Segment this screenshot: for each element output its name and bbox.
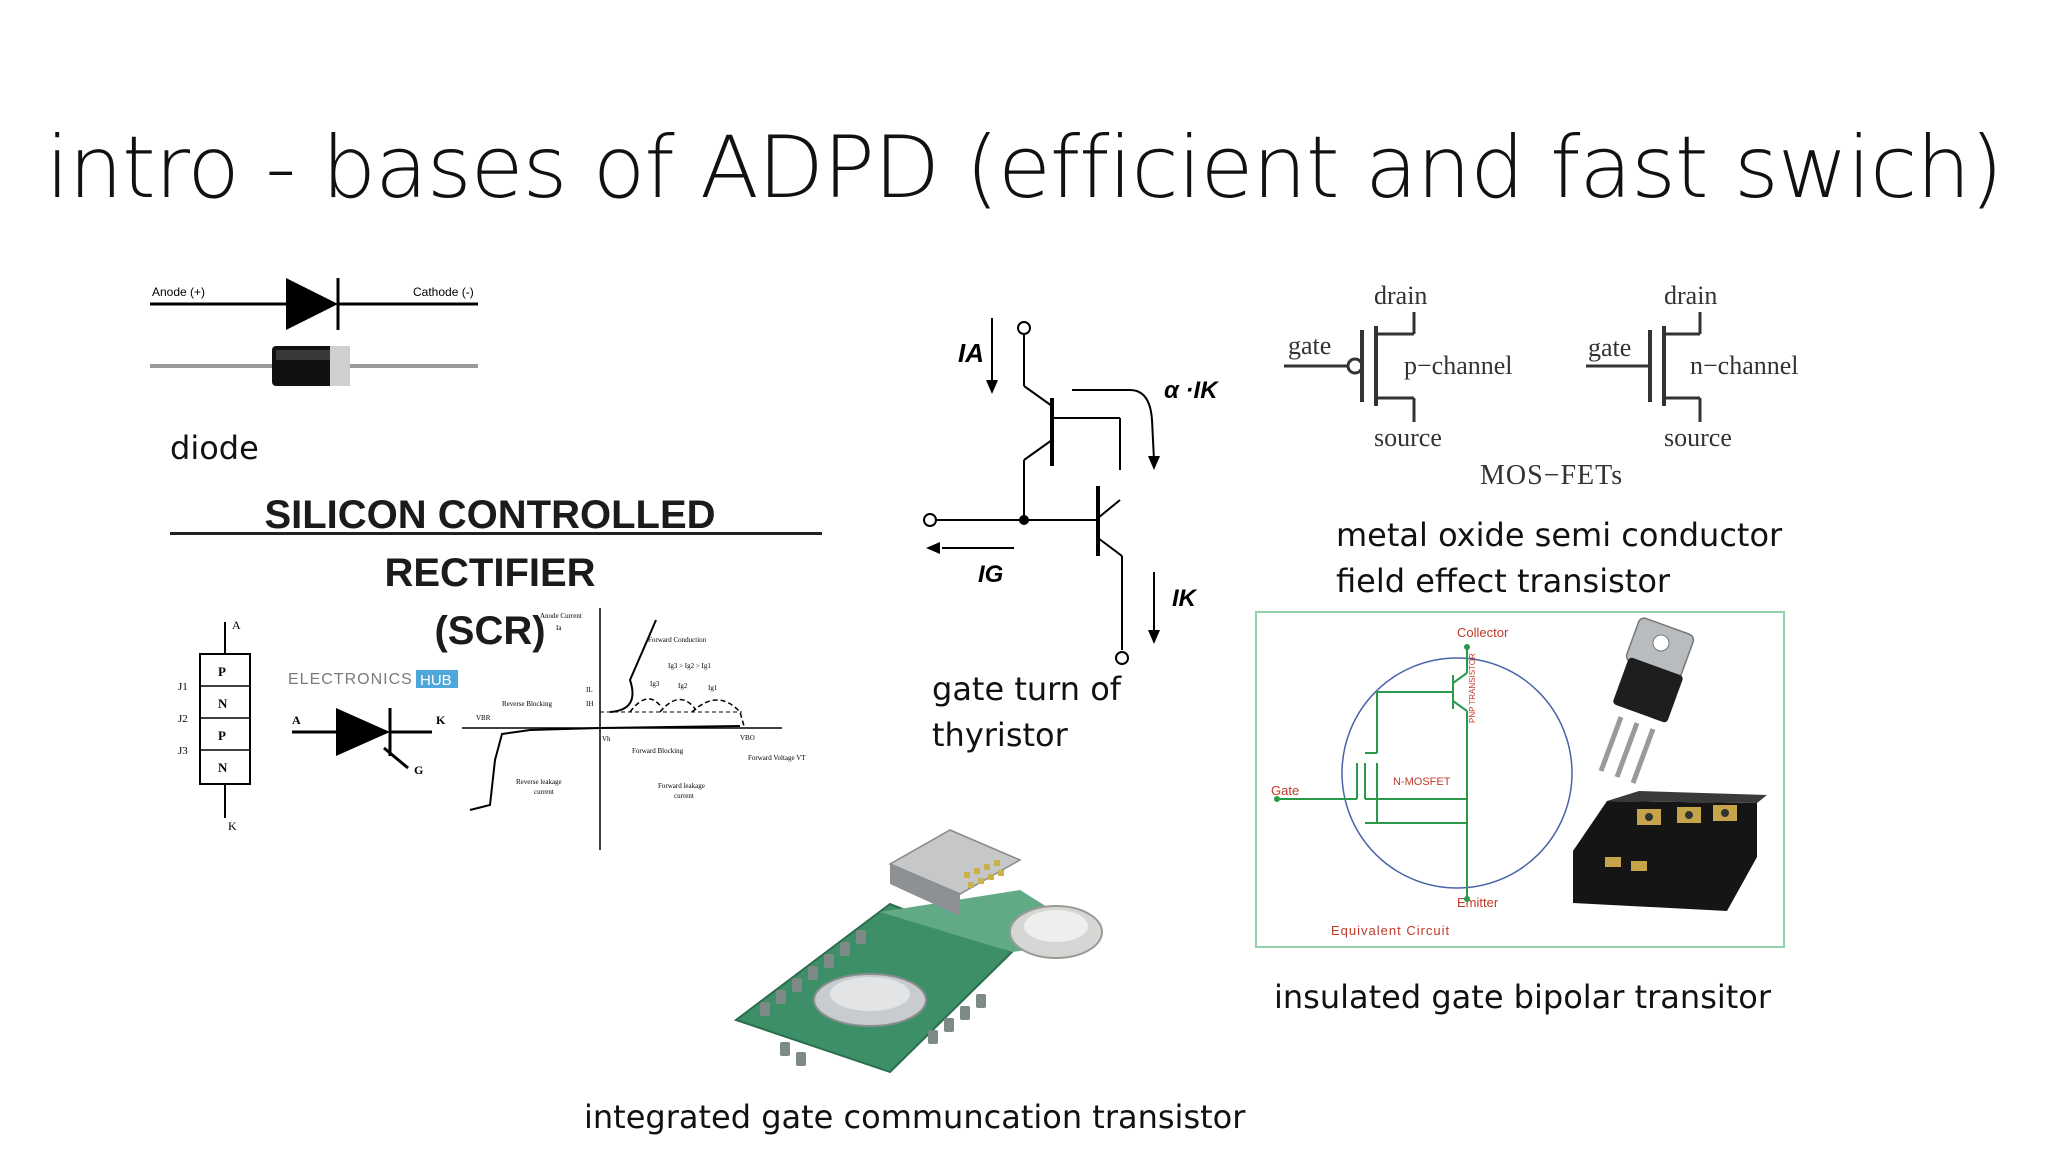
gto-ig-label: IG	[978, 561, 1003, 588]
scr-symbol-anode: A	[292, 713, 301, 727]
mosfet-p-channel: p−channel	[1404, 351, 1513, 380]
igbt-figure: Collector Gate Emitter Equivalent Circui…	[1271, 617, 1767, 938]
igbt-panel: Collector Gate Emitter Equivalent Circui…	[1255, 611, 1785, 948]
scr-layer-cathode: K	[228, 819, 237, 833]
scr-graph-reverse-curve	[469, 727, 601, 811]
mosfet-group-label: MOS−FETs	[1480, 460, 1623, 491]
mosfet-caption: metal oxide semi conductor field effect …	[1336, 512, 1782, 604]
gto-cathode-terminal-icon	[1115, 651, 1129, 665]
scr-graph-ig2: Ig2	[678, 682, 688, 690]
igbt-caption: insulated gate bipolar transitor	[1274, 978, 1772, 1016]
gto-alpha-ik-label: α ·IK	[1164, 377, 1219, 404]
igbt-emitter-label: Emitter	[1457, 895, 1499, 910]
igbt-to220-icon	[1598, 617, 1695, 784]
scr-graph-forward-blocking: Forward Blocking	[632, 747, 684, 755]
scr-symbol-gate: G	[414, 763, 423, 777]
mosfet-p-gate: gate	[1288, 331, 1331, 360]
scr-graph-ig3: Ig3	[650, 680, 660, 688]
mosfet-n-gate: gate	[1588, 333, 1631, 362]
scr-graph-vh: Vh	[602, 735, 611, 743]
mosfet-p-drain: drain	[1374, 281, 1427, 310]
cathode-label: Cathode (-)	[413, 285, 474, 299]
scr-graph-forward-conduction: Forward Conduction	[648, 636, 707, 644]
scr-graph-ylabel1: Anode Current	[540, 612, 582, 620]
scr-figure: A P N P N J1 J2 J3 K ELECTRONICS HUB A K…	[178, 608, 806, 850]
igct-unit-icon	[888, 829, 1022, 895]
gto-anode-terminal-icon	[1017, 321, 1031, 335]
scr-junction-j1: J1	[178, 681, 188, 693]
diode-symbol-icon	[286, 278, 338, 330]
mosfet-p-source: source	[1374, 423, 1442, 452]
slide-title: intro - bases of ADPD (efficient and fas…	[45, 118, 2004, 218]
scr-graph-forward-voltage: Forward Voltage VT	[748, 754, 806, 762]
hub-badge: HUB	[420, 672, 452, 689]
diode-figure: Anode (+) Cathode (-)	[150, 278, 478, 386]
scr-heading: SILICON CONTROLLED RECTIFIER (SCR)	[160, 486, 820, 660]
scr-graph-reverse-leakage1: Reverse leakage	[516, 778, 562, 786]
scr-graph-vbr: VBR	[476, 714, 491, 722]
scr-layer-anode: A	[232, 618, 241, 632]
mosfet-p-bubble-icon	[1346, 357, 1364, 375]
scr-graph-forward-leakage2: current	[674, 792, 694, 800]
mosfet-caption-line2: field effect transistor	[1336, 562, 1671, 600]
scr-layer-n2: N	[218, 760, 228, 775]
scr-graph-reverse-blocking: Reverse Blocking	[502, 700, 552, 708]
scr-heading-line2: (SCR)	[434, 609, 546, 653]
igbt-circle	[1341, 657, 1573, 889]
mosfet-caption-line1: metal oxide semi conductor	[1336, 516, 1783, 554]
electronics-watermark: ELECTRONICS	[288, 671, 413, 688]
igct-photo	[733, 829, 1103, 1074]
igbt-circuit-lines	[1277, 647, 1468, 899]
scr-graph-reverse-leakage2: current	[534, 788, 554, 796]
scr-symbol-icon	[336, 708, 390, 756]
gto-gate-terminal-icon	[923, 513, 937, 527]
scr-junction-j3: J3	[178, 745, 188, 757]
anode-label: Anode (+)	[152, 285, 205, 299]
igbt-module-icon	[1573, 791, 1767, 911]
mosfet-n-source: source	[1664, 423, 1732, 452]
scr-layer-p2: P	[218, 728, 226, 743]
gto-caption-line1: gate turn of	[932, 670, 1122, 708]
mosfet-n-channel: n−channel	[1690, 351, 1799, 380]
igbt-equivalent-label: Equivalent Circuit	[1331, 923, 1450, 938]
gto-caption-line2: thyristor	[932, 716, 1068, 754]
gto-ik-label: IK	[1172, 585, 1198, 612]
gto-ia-label: IA	[958, 338, 984, 368]
igbt-collector-label: Collector	[1457, 625, 1509, 640]
mosfet-n-drain: drain	[1664, 281, 1717, 310]
scr-graph-ig1: Ig1	[708, 684, 718, 692]
scr-layer-p1: P	[218, 664, 226, 679]
scr-graph-il: IL	[586, 686, 593, 694]
scr-graph-ig-order: Ig3 > Ig2 > Ig1	[668, 662, 711, 670]
igbt-nmosfet-label: N-MOSFET	[1393, 776, 1451, 788]
scr-layer-n1: N	[218, 696, 228, 711]
scr-graph-vbo: VBO	[740, 734, 755, 742]
igbt-gate-label: Gate	[1271, 783, 1299, 798]
scr-heading-underline	[170, 532, 822, 535]
scr-graph-ih: IH	[586, 700, 593, 708]
diode-caption: diode	[170, 429, 259, 467]
gto-caption: gate turn of thyristor	[932, 666, 1121, 758]
scr-graph-forward-curve	[609, 619, 657, 713]
gto-figure: IA α ·IK IG IK	[923, 318, 1219, 665]
scr-symbol-cathode: K	[436, 713, 446, 727]
scr-heading-line1: SILICON CONTROLLED RECTIFIER	[264, 493, 716, 595]
scr-junction-j2: J2	[178, 713, 188, 725]
igct-caption: integrated gate communcation transistor	[584, 1098, 1246, 1136]
scr-graph-ylabel2: Ia	[556, 624, 562, 632]
scr-graph-forward-leakage1: Forward leakage	[658, 782, 705, 790]
igbt-pnp-label: PNP TRANSISTOR	[1468, 653, 1477, 723]
mosfet-figure: drain gate p−channel source drain gate n…	[1284, 281, 1799, 491]
